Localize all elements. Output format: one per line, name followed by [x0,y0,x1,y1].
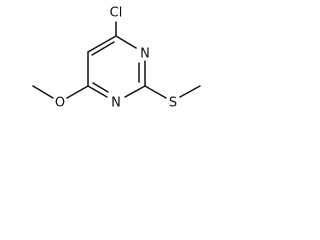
bonds [32,21,201,99]
bond-c6-n1-inner [92,82,109,93]
chlorine-label: Cl [110,6,123,21]
molecule-structure-diagram: Cl N N O S [32,6,201,111]
atom-labels: Cl N N O S [55,6,177,111]
bond-o-methyl [32,85,54,99]
bond-c2-s [144,85,167,99]
ring-nitrogen-label-bottom: N [111,96,121,111]
ether-oxygen-label: O [55,96,65,111]
bond-c4-c5 [87,35,117,53]
bond-n1-c2 [124,85,146,98]
bond-s-methyl [179,85,201,98]
bond-c6-n1 [87,85,108,98]
ring-nitrogen-label-top: N [140,47,150,62]
bond-c4-n3 [115,35,137,49]
bond-c4-c5-inner [91,41,115,56]
thioether-sulfur-label: S [169,96,177,111]
bond-c6-o [66,85,89,99]
